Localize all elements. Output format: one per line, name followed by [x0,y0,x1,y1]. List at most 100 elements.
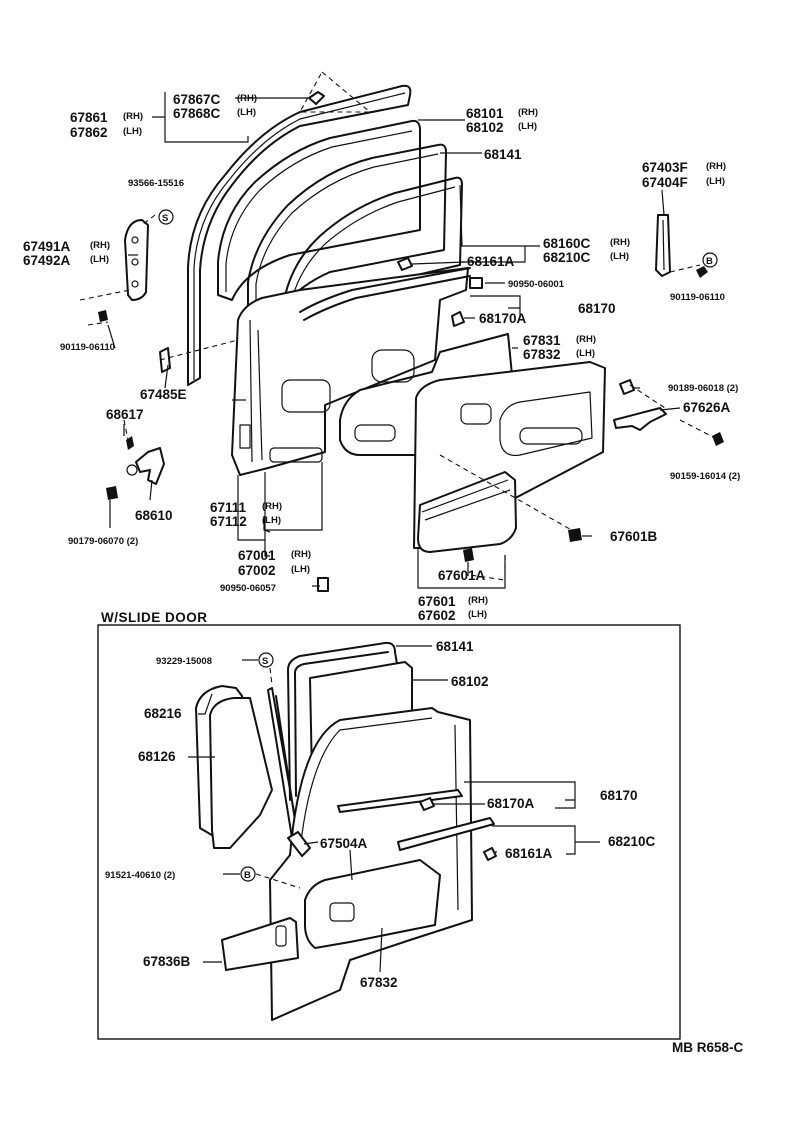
label-67001: 67001 (RH) [238,548,311,563]
label-68210C: 68210C (LH) [543,250,629,265]
svg-text:S: S [262,656,268,667]
slide-quarter-glass [209,697,273,849]
label-68161A: 68161A [467,254,515,269]
label-67485E: 67485E [140,387,187,402]
label-67404F: 67404F (LH) [642,175,725,190]
label-90950-06001: 90950-06001 [508,279,565,290]
label-90159-16014: 90159-16014 (2) [670,471,740,482]
door-glass-run-outer [187,84,412,386]
label-67862: 67862 (LH) [70,125,142,140]
door-glass-channel-inner [255,153,439,326]
label-67601A: 67601A [438,568,486,583]
svg-text:(RH): (RH) [518,107,538,118]
label-67832: 67832 (LH) [523,347,595,362]
label-67831: 67831 (RH) [523,333,596,348]
svg-text:67112: 67112 [210,514,247,529]
slide-trim-panel [304,859,441,949]
svg-text:67862: 67862 [70,125,108,140]
door-shell-window-cutout [281,379,331,413]
svg-text:(LH): (LH) [610,251,629,262]
clip-68170a [451,311,465,327]
door-window-glass [217,119,421,301]
label-67491A: 67491A (RH) [23,239,110,254]
label-67868C: 67868C (LH) [173,106,256,121]
label-68102: 68102 (LH) [466,120,537,135]
label-slide-68210C: 68210C [608,834,656,849]
svg-text:(LH): (LH) [262,515,281,526]
label-slide-68170: 68170 [600,788,638,803]
clip-67601b [568,528,582,542]
slide-lower-trim-slot [275,925,287,947]
svg-text:67832: 67832 [523,347,561,362]
slide-door-panel-edge [299,717,459,911]
door-shell-lower-cutout [269,447,323,463]
svg-text:(LH): (LH) [518,121,537,132]
label-67836B: 67836B [143,954,191,969]
svg-text:68102: 68102 [466,120,504,135]
label-93566-15516: 93566-15516 [128,178,184,189]
trim-pull-cutout [460,403,492,425]
slide-belt-moulding-68210C [397,817,495,851]
pad-90950-06057 [317,577,329,592]
bolt-marker-b-right: B [702,252,718,268]
svg-text:67491A: 67491A [23,239,71,254]
svg-text:(RH): (RH) [291,549,311,560]
slide-door-section-frame [97,624,681,1040]
svg-text:67601: 67601 [418,594,456,609]
svg-text:B: B [706,256,713,267]
screw-90119-left [98,310,108,322]
front-channel-bracket [124,219,149,301]
upper-trim-board-inner [499,391,593,457]
label-68141: 68141 [484,147,522,162]
label-slide-68141: 68141 [436,639,474,654]
svg-text:(RH): (RH) [90,240,110,251]
svg-text:(RH): (RH) [468,595,488,606]
screw-90159 [712,432,724,446]
svg-text:67404F: 67404F [642,175,688,190]
svg-text:(LH): (LH) [291,564,310,575]
slide-door-hardware [287,831,311,857]
label-67867C: 67867C (RH) [173,92,257,107]
svg-text:67492A: 67492A [23,253,71,268]
svg-text:(RH): (RH) [237,93,257,104]
label-67601: 67601 (RH) [418,594,488,609]
section-label-slide-door: W/SLIDE DOOR [101,610,208,625]
label-90119-06110-right: 90119-06110 [670,292,725,303]
label-90950-06057: 90950-06057 [220,583,276,594]
door-frame-run-inner [289,186,456,347]
bolt-90179 [106,486,118,500]
svg-text:67001: 67001 [238,548,276,563]
svg-text:67602: 67602 [418,608,456,623]
svg-text:B: B [244,870,251,881]
svg-text:67831: 67831 [523,333,561,348]
label-93229-15008: 93229-15008 [156,656,212,667]
svg-text:(LH): (LH) [237,107,256,118]
svg-text:(LH): (LH) [576,348,595,359]
svg-text:(RH): (RH) [610,237,630,248]
label-68617: 68617 [106,407,144,422]
door-belt-weatherstrip [299,267,471,321]
svg-text:(RH): (RH) [576,334,596,345]
svg-text:(RH): (RH) [123,111,143,122]
slide-door-panel [269,707,473,1021]
trim-panel-pocket [354,424,396,442]
door-check-bracket [613,407,667,431]
clip-s68170A [419,797,435,811]
label-68126: 68126 [138,749,176,764]
svg-text:(LH): (LH) [706,176,725,187]
door-glass-run-outer-inner [193,92,406,380]
svg-text:67868C: 67868C [173,106,221,121]
svg-text:67861: 67861 [70,110,108,125]
glass-clip [308,91,325,105]
label-90179-06070: 90179-06070 (2) [68,536,138,547]
svg-text:67403F: 67403F [642,160,688,175]
svg-text:68210C: 68210C [543,250,591,265]
label-68170A: 68170A [479,311,527,326]
door-shell-inner-edge [249,319,263,463]
slide-lower-trim [221,917,299,971]
trim-handle-recess [519,427,583,445]
label-68101: 68101 (RH) [466,106,538,121]
svg-text:(LH): (LH) [123,126,142,137]
screw-90119-right [696,266,708,278]
